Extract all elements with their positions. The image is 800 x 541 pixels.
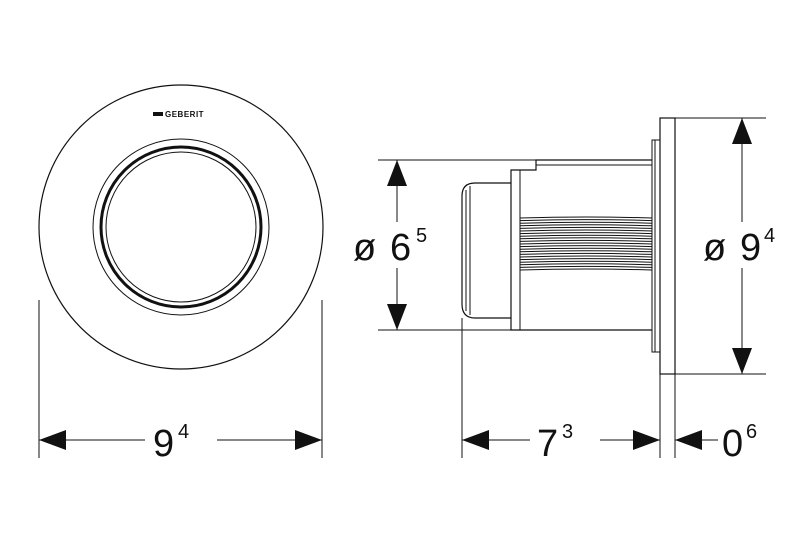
thread-line: [519, 219, 653, 222]
depth-sup: 3: [562, 421, 573, 443]
side-view: [461, 117, 676, 375]
arrow-left-icon: [39, 430, 66, 450]
inner-diameter-symbol: ø: [353, 227, 376, 269]
inner-diameter-dimension: ø 6 5: [350, 159, 536, 331]
arrow-down-icon: [387, 304, 407, 330]
front-view: GEBERIT: [38, 84, 324, 370]
thread-line: [519, 265, 653, 268]
thread-line: [519, 237, 653, 240]
wall-plate: [659, 117, 676, 375]
thread-line: [519, 263, 653, 266]
thread-line: [519, 242, 653, 245]
logo-mark-icon: [153, 112, 163, 116]
outer-diameter-value: 9: [740, 227, 761, 269]
thread-line: [519, 250, 653, 253]
thread-line: [519, 258, 653, 261]
thread-line: [519, 268, 653, 271]
outer-diameter-dimension: ø 9 4: [675, 117, 794, 375]
thread-line: [519, 245, 653, 248]
thread-line: [519, 247, 653, 250]
thread-line: [519, 260, 653, 263]
brand-logo: GEBERIT: [165, 110, 204, 119]
thread-line: [519, 226, 653, 229]
front-width-dimension: 9 4: [38, 300, 323, 465]
plate-thickness-dimension: 0 6: [674, 374, 770, 465]
thread-line: [519, 224, 653, 227]
arrow-up-icon: [732, 118, 752, 144]
front-width-sup: 4: [178, 421, 189, 443]
inner-diameter-sup: 5: [416, 225, 427, 247]
arrow-down-icon: [732, 348, 752, 374]
plate-gasket: [651, 139, 661, 353]
arrow-left-icon: [675, 430, 702, 450]
thread-line: [519, 239, 653, 242]
thread-line: [519, 229, 653, 232]
arrow-right-icon: [633, 430, 660, 450]
button-rim-outer: [99, 145, 263, 309]
inner-diameter-value: 6: [390, 227, 411, 269]
thread-line: [519, 252, 653, 255]
arrow-left-icon: [462, 430, 489, 450]
outer-diameter-sup: 4: [764, 225, 775, 247]
plate-thickness-value: 0: [722, 423, 743, 465]
front-width-value: 9: [153, 423, 174, 465]
housing: [510, 159, 652, 331]
push-button: [461, 182, 511, 319]
middle-ring: [92, 138, 270, 316]
arrow-right-icon: [295, 430, 322, 450]
thread-line: [519, 216, 653, 219]
thread-line: [519, 234, 653, 237]
thread-hatching: [519, 216, 653, 271]
depth-value: 7: [537, 423, 558, 465]
thread-line: [519, 232, 653, 235]
plate-thickness-sup: 6: [746, 421, 757, 443]
button-rim-inner: [105, 151, 257, 303]
depth-dimension: 7 3: [461, 318, 661, 465]
arrow-up-icon: [387, 160, 407, 186]
outer-diameter-symbol: ø: [703, 227, 726, 269]
thread-line: [519, 221, 653, 224]
thread-line: [519, 255, 653, 258]
outer-ring: [38, 84, 324, 370]
